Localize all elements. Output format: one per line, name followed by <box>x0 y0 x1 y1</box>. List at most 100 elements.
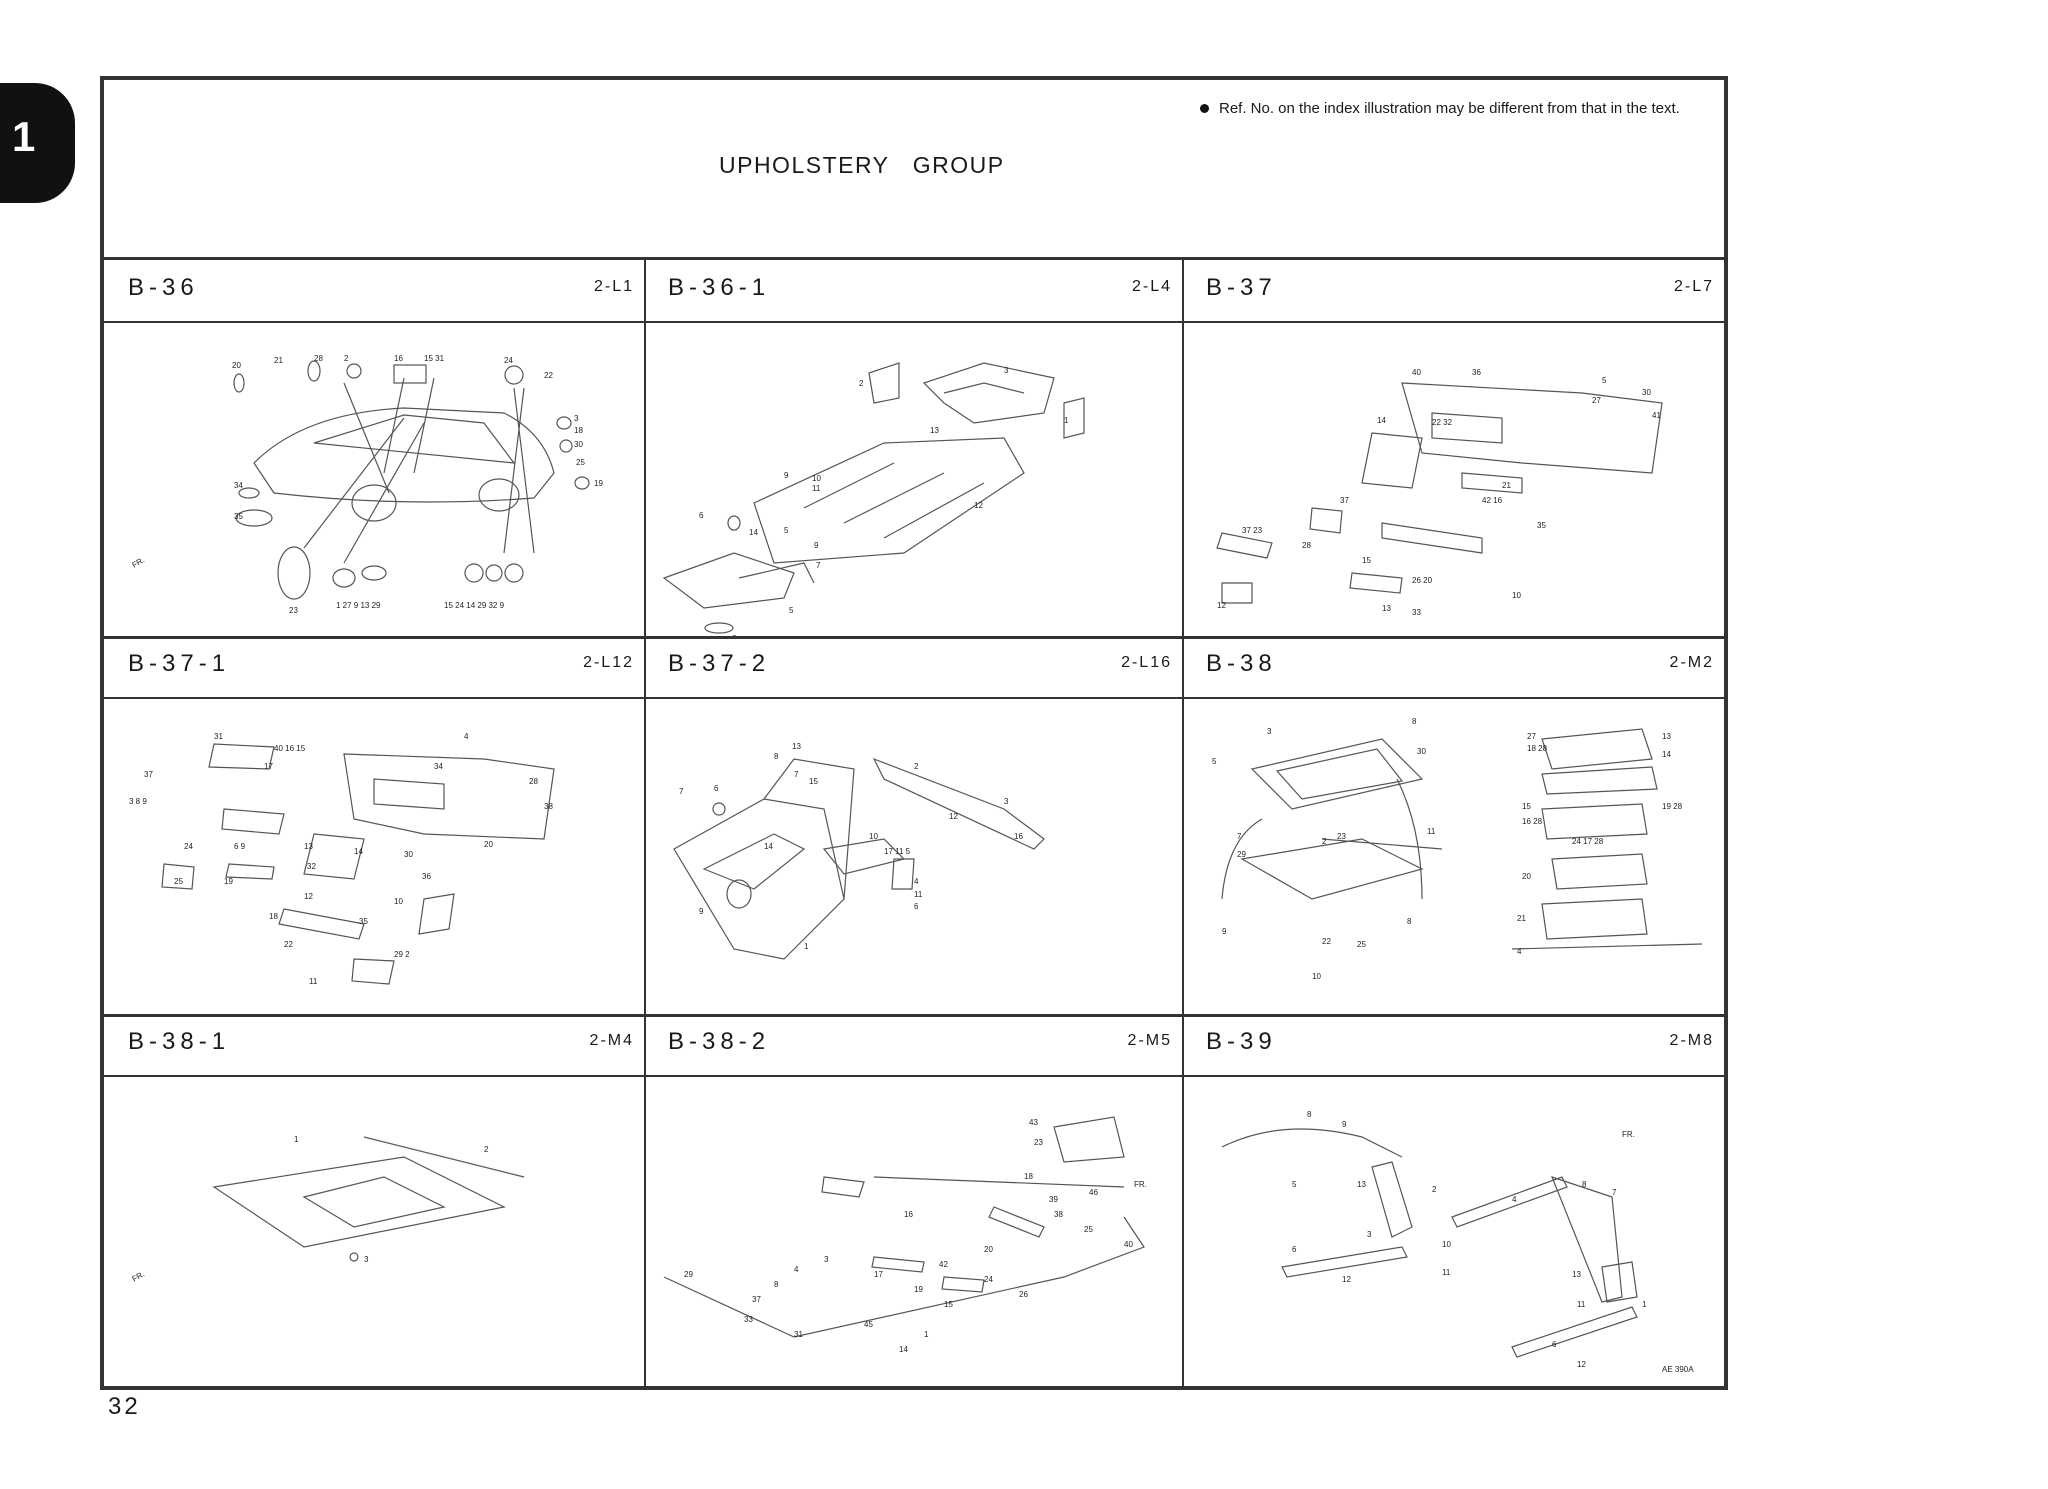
cell-ref: B-37 <box>1206 274 1277 301</box>
svg-text:1 27 9 13 29: 1 27 9 13 29 <box>336 601 381 610</box>
svg-text:12: 12 <box>1577 1360 1586 1369</box>
cell-ref: B-37-2 <box>668 650 771 677</box>
svg-text:4: 4 <box>794 1265 799 1274</box>
svg-text:18: 18 <box>574 426 583 435</box>
svg-text:7: 7 <box>794 770 799 779</box>
svg-text:33: 33 <box>744 1315 753 1324</box>
svg-text:5: 5 <box>1602 376 1607 385</box>
svg-text:7: 7 <box>1237 832 1242 841</box>
svg-text:2: 2 <box>344 354 349 363</box>
svg-text:43: 43 <box>1029 1118 1038 1127</box>
cell-ref: B-38-1 <box>128 1028 231 1055</box>
svg-text:21: 21 <box>1517 914 1526 923</box>
svg-text:25: 25 <box>1357 940 1366 949</box>
svg-text:11: 11 <box>309 977 318 986</box>
svg-text:11: 11 <box>1442 1268 1451 1277</box>
svg-text:17: 17 <box>874 1270 883 1279</box>
svg-text:15: 15 <box>1362 556 1371 565</box>
svg-text:6: 6 <box>699 511 704 520</box>
svg-text:28: 28 <box>529 777 538 786</box>
svg-text:40: 40 <box>1412 368 1421 377</box>
svg-text:14: 14 <box>749 528 758 537</box>
svg-text:22: 22 <box>544 371 553 380</box>
svg-text:9: 9 <box>814 541 819 550</box>
reference-note-text: Ref. No. on the index illustration may b… <box>1219 100 1680 117</box>
diagram-cell-b36-1[interactable]: B-36-1 2-L4 <box>644 260 1182 636</box>
svg-text:9: 9 <box>1222 927 1227 936</box>
cell-header: B-37 2-L7 <box>1182 260 1724 323</box>
svg-text:22 32: 22 32 <box>1432 418 1453 427</box>
svg-text:5: 5 <box>1292 1180 1297 1189</box>
svg-text:16: 16 <box>394 354 403 363</box>
svg-text:10: 10 <box>1512 591 1521 600</box>
svg-text:2: 2 <box>1322 837 1327 846</box>
svg-text:25: 25 <box>174 877 183 886</box>
svg-text:9: 9 <box>784 471 789 480</box>
svg-text:7: 7 <box>679 787 684 796</box>
svg-text:31: 31 <box>214 732 223 741</box>
diagram-cell-b36[interactable]: B-36 2-L1 <box>104 260 644 636</box>
diagram-cell-b37-1[interactable]: B-37-1 2-L12 <box>104 636 644 1014</box>
svg-text:34: 34 <box>434 762 443 771</box>
diagram-cell-b37[interactable]: B-37 2-L7 <box>1182 260 1724 636</box>
svg-text:15 24 14 29 32 9: 15 24 14 29 32 9 <box>444 601 505 610</box>
svg-text:3: 3 <box>1367 1230 1372 1239</box>
cell-location: 2-M2 <box>1669 654 1714 671</box>
reference-note: Ref. No. on the index illustration may b… <box>1200 100 1720 117</box>
svg-text:1: 1 <box>924 1330 929 1339</box>
cell-header: B-36 2-L1 <box>104 260 644 323</box>
cell-location: 2-L12 <box>583 654 634 671</box>
svg-text:15 31: 15 31 <box>424 354 445 363</box>
svg-text:19: 19 <box>914 1285 923 1294</box>
svg-text:13: 13 <box>304 842 313 851</box>
svg-text:23: 23 <box>1034 1138 1043 1147</box>
svg-text:3: 3 <box>824 1255 829 1264</box>
svg-text:41: 41 <box>1652 411 1661 420</box>
section-tab-number: 1 <box>12 113 36 160</box>
svg-text:10: 10 <box>394 897 403 906</box>
svg-text:2: 2 <box>484 1145 489 1154</box>
svg-text:25: 25 <box>576 458 585 467</box>
cell-ref: B-37-1 <box>128 650 231 677</box>
svg-text:26: 26 <box>1019 1290 1028 1299</box>
svg-text:19: 19 <box>594 479 603 488</box>
svg-text:6 9: 6 9 <box>234 842 246 851</box>
svg-text:11: 11 <box>1577 1300 1586 1309</box>
svg-text:12: 12 <box>1217 601 1226 610</box>
svg-text:25: 25 <box>1084 1225 1093 1234</box>
svg-text:8: 8 <box>1582 1180 1587 1189</box>
svg-text:35: 35 <box>1537 521 1546 530</box>
grid-divider <box>104 636 1724 639</box>
svg-text:14: 14 <box>899 1345 908 1354</box>
svg-text:6: 6 <box>1552 1340 1557 1349</box>
svg-text:3: 3 <box>574 414 579 423</box>
svg-text:28: 28 <box>1302 541 1311 550</box>
cell-ref: B-38-2 <box>668 1028 771 1055</box>
svg-text:27: 27 <box>1527 732 1536 741</box>
svg-text:FR.: FR. <box>1622 1130 1635 1139</box>
svg-text:36: 36 <box>1472 368 1481 377</box>
svg-text:1: 1 <box>1642 1300 1647 1309</box>
svg-text:22: 22 <box>284 940 293 949</box>
svg-text:24: 24 <box>184 842 193 851</box>
svg-text:30: 30 <box>574 440 583 449</box>
cell-header: B-39 2-M8 <box>1182 1014 1724 1077</box>
svg-text:AE 390A: AE 390A <box>1662 1365 1694 1374</box>
svg-text:23: 23 <box>289 606 298 615</box>
cell-location: 2-L7 <box>1673 278 1714 295</box>
svg-text:11: 11 <box>812 484 821 493</box>
diagram-cell-b38[interactable]: B-38 2-M2 <box>1182 636 1724 1014</box>
svg-text:33: 33 <box>1412 608 1421 617</box>
svg-text:22: 22 <box>1322 937 1331 946</box>
svg-text:26 20: 26 20 <box>1412 576 1433 585</box>
svg-text:29 2: 29 2 <box>394 950 410 959</box>
svg-text:32: 32 <box>307 862 316 871</box>
svg-text:37: 37 <box>1340 496 1349 505</box>
